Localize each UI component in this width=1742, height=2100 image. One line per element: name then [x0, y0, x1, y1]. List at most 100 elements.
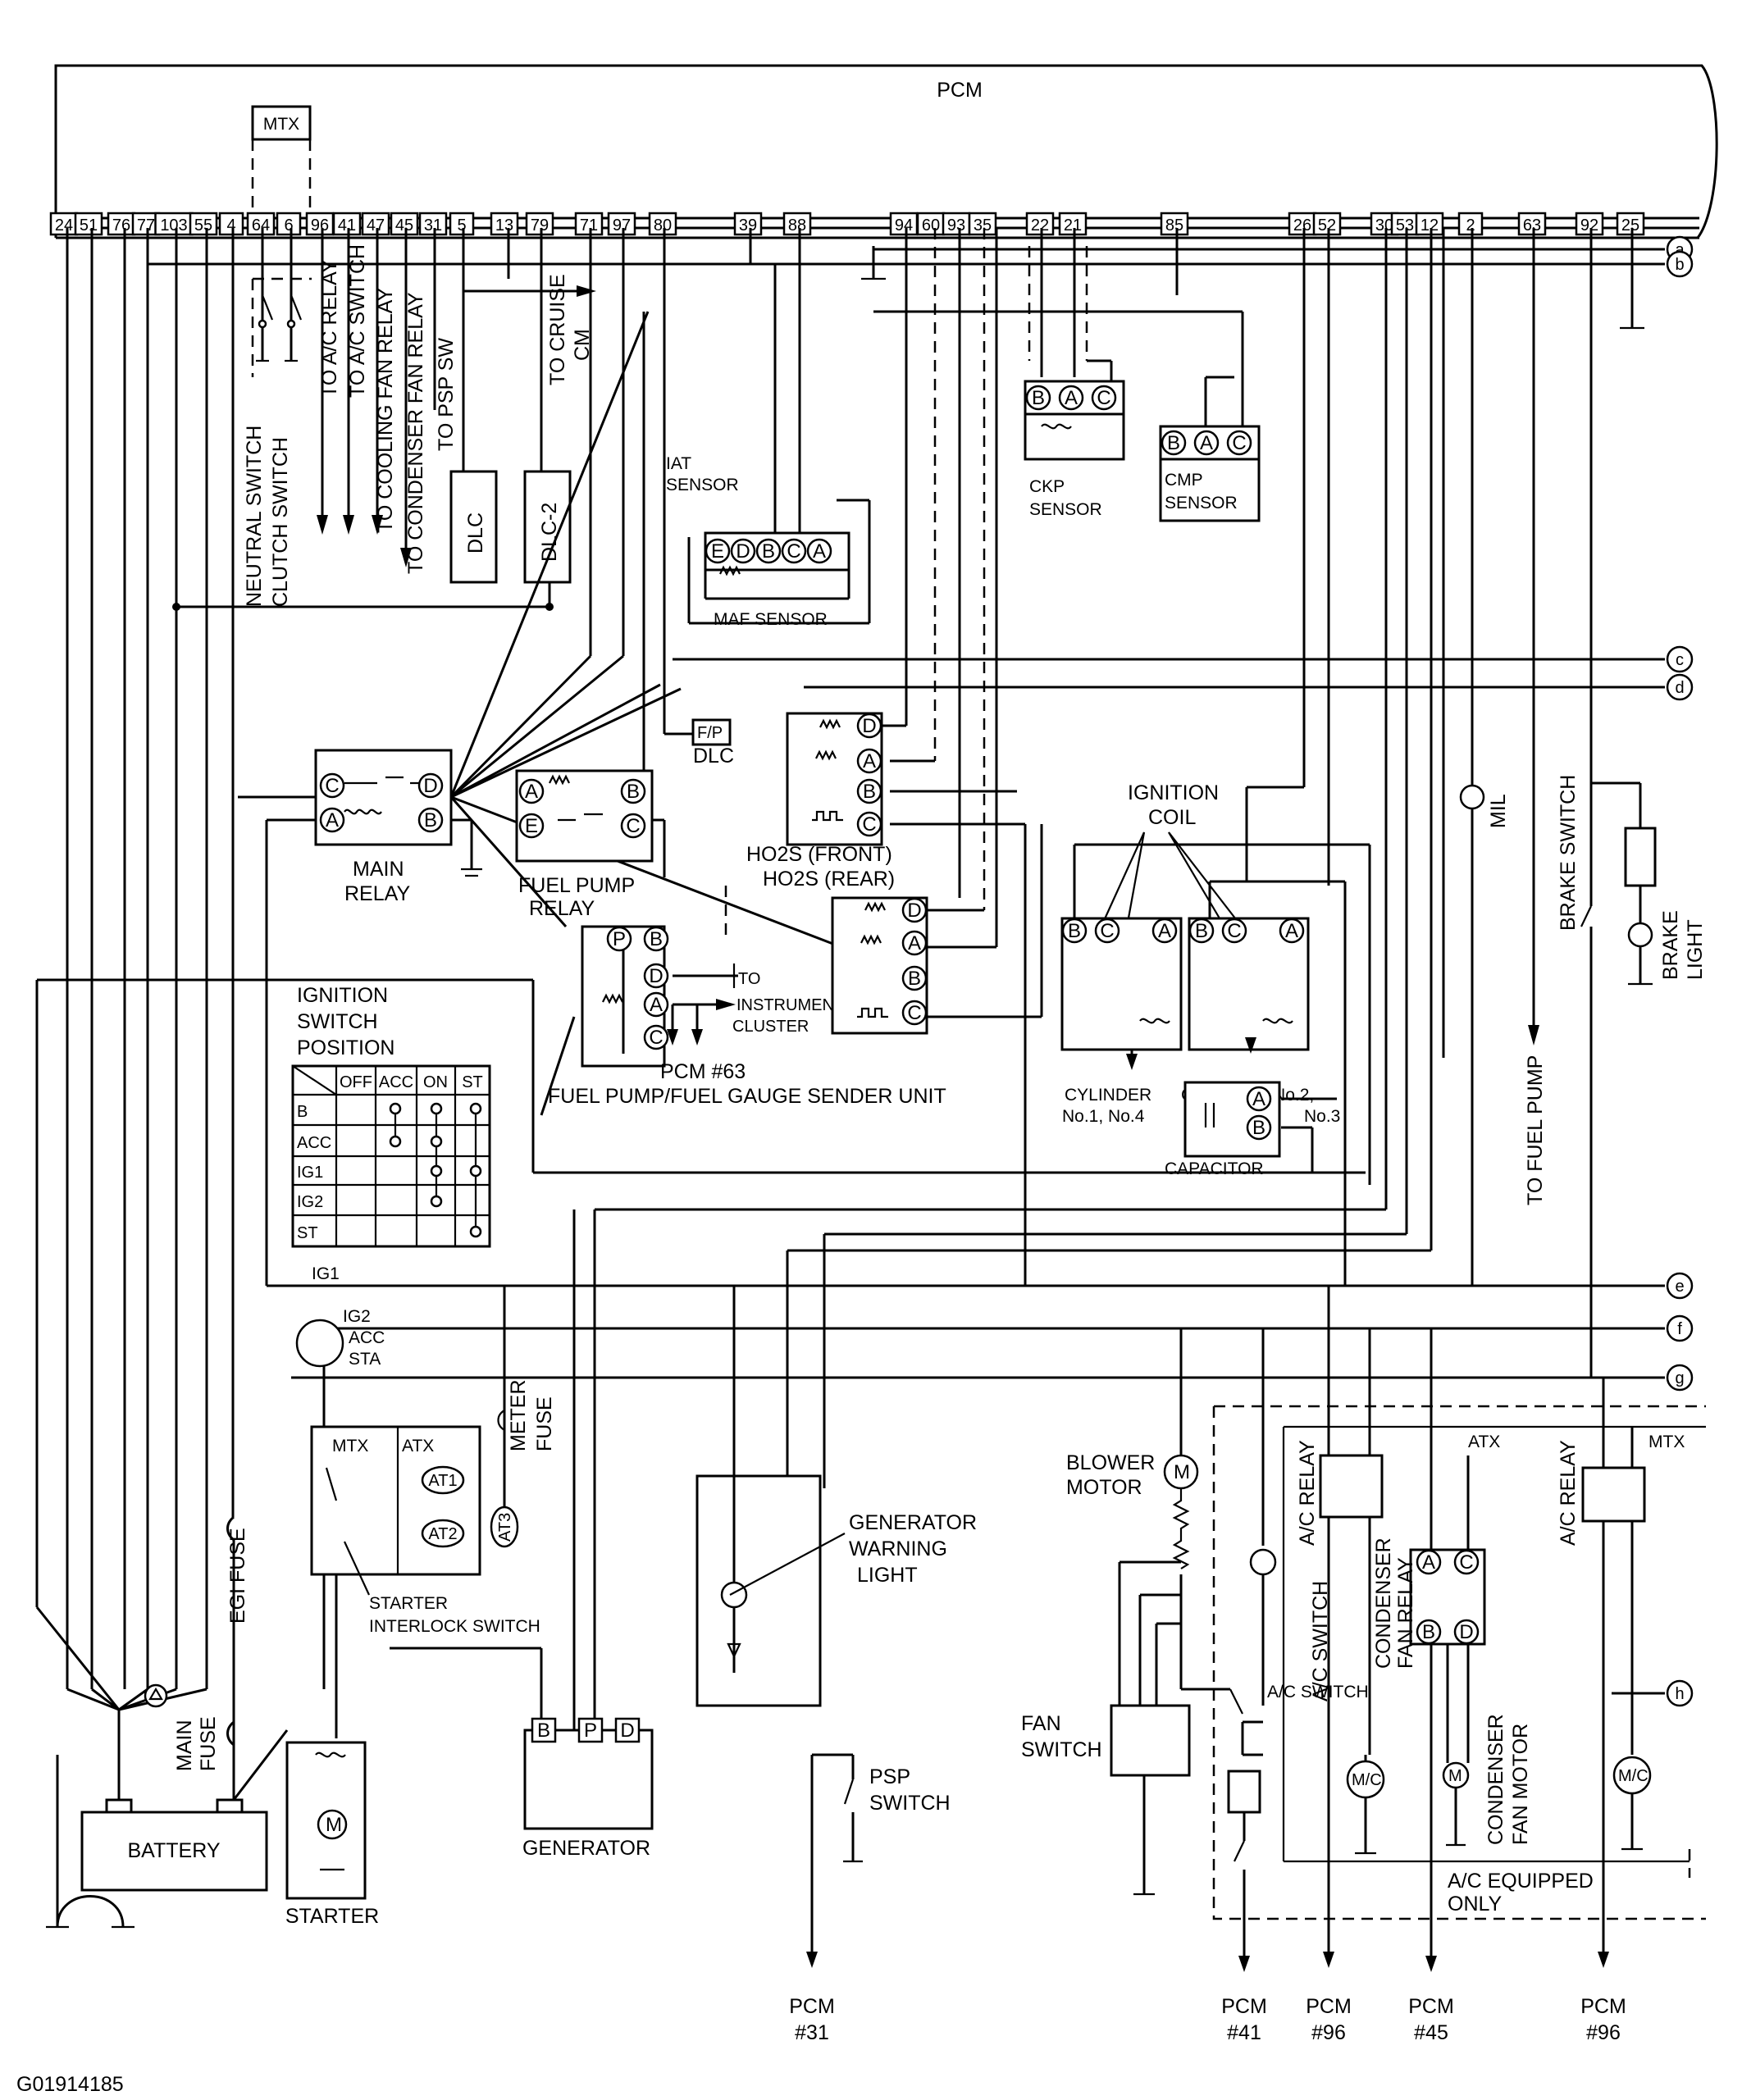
- starter-il-label-2: INTERLOCK SWITCH: [369, 1617, 540, 1636]
- svg-text:97: 97: [613, 216, 631, 235]
- bus-marker-h: h: [1666, 1679, 1694, 1707]
- connector-pin: C: [1091, 385, 1117, 411]
- connector-pin: C: [901, 1000, 928, 1026]
- svg-text:55: 55: [194, 216, 212, 235]
- connector-pin: B: [417, 807, 444, 833]
- svg-text:D: D: [620, 1720, 634, 1742]
- svg-text:93: 93: [947, 216, 965, 235]
- svg-text:94: 94: [895, 216, 913, 235]
- brake-light-label-1: BRAKE: [1659, 910, 1682, 980]
- ign-pos-label-2: SWITCH: [297, 1010, 378, 1033]
- svg-text:A: A: [525, 781, 538, 803]
- svg-text:88: 88: [788, 216, 806, 235]
- battery-area: EGI FUSE MAIN FUSE BATTERY M STARTER: [46, 1515, 379, 1929]
- pcm-pin: 94: [889, 212, 919, 236]
- connector-pin: E: [705, 538, 731, 564]
- pcm-pin: 79: [525, 212, 554, 236]
- svg-text:26: 26: [1293, 216, 1311, 235]
- connector-pin: D: [856, 713, 882, 739]
- psp-switch: PSP SWITCH: [806, 1753, 951, 1968]
- pcm-pin: 39: [733, 212, 763, 236]
- mc-label-1: M/C: [1352, 1771, 1382, 1789]
- ignition-coil-label-1: IGNITION: [1128, 781, 1219, 804]
- to-ac-switch-label: TO A/C SWITCH: [346, 244, 369, 398]
- svg-text:B: B: [863, 781, 876, 803]
- svg-text:C: C: [1232, 432, 1246, 454]
- gen-light-label-1: GENERATOR: [849, 1511, 977, 1534]
- svg-text:77: 77: [137, 216, 155, 235]
- pcm-pin: 22: [1025, 212, 1055, 236]
- pcm-pin: 92: [1575, 212, 1604, 236]
- figure-id: G01914185: [16, 2073, 124, 2096]
- pcm-refs: PCM #31 PCM #41 PCM #96 PCM #45 PCM #96: [789, 1995, 1626, 2044]
- ckp-cmp-sensors: CKP SENSOR CMP SENSOR: [642, 228, 1261, 775]
- svg-text:85: 85: [1165, 216, 1183, 235]
- connector-pin: C: [781, 538, 807, 564]
- pcm-pin: 47: [361, 212, 390, 236]
- cluster-label: CLUSTER: [732, 1018, 809, 1036]
- pcm-ref-31-line1: PCM: [789, 1995, 835, 2018]
- ac-equipped-label-1: A/C EQUIPPED: [1448, 1870, 1594, 1893]
- pcm-pin: 13: [490, 212, 519, 236]
- svg-text:A: A: [1285, 920, 1298, 942]
- bus-marker-g: g: [1666, 1364, 1694, 1392]
- ig2-label: IG2: [343, 1307, 371, 1326]
- brake-light-label-2: LIGHT: [1684, 919, 1707, 980]
- svg-text:13: 13: [495, 216, 513, 235]
- maf-sensor-label: MAF SENSOR: [714, 610, 828, 629]
- cyl14-label-2: No.1, No.4: [1062, 1107, 1145, 1126]
- pcm-ref-96a-line1: PCM: [1306, 1995, 1352, 2018]
- svg-text:C: C: [325, 775, 339, 797]
- fuel-pump-relay-label-2: RELAY: [529, 897, 595, 920]
- starter-interlock: MTX ATX AT1 AT2 AT3 METER FUSE STARTER I…: [310, 1286, 556, 1738]
- maf-sensor: IAT SENSOR MAF SENSOR: [666, 228, 871, 629]
- svg-text:C: C: [649, 1027, 663, 1049]
- connector-pin: C: [643, 1024, 669, 1050]
- egi-fuse-label: EGI FUSE: [226, 1528, 249, 1624]
- cond-relay-label-1: CONDENSER: [1372, 1537, 1395, 1669]
- pcm-title: PCM: [937, 79, 983, 102]
- svg-text:12: 12: [1421, 216, 1439, 235]
- battery-box: [80, 1811, 268, 1892]
- pcm-ref-45-line1: PCM: [1408, 1995, 1454, 2018]
- generator-pin: B: [531, 1717, 557, 1743]
- pcm-ref-96b-line2: #96: [1586, 2021, 1621, 2044]
- ign-table-row-label: ACC: [297, 1134, 331, 1152]
- svg-text:96: 96: [311, 216, 329, 235]
- pcm-pin: 63: [1517, 212, 1547, 236]
- svg-text:C: C: [1227, 920, 1241, 942]
- connector-pin: B: [901, 965, 928, 991]
- mtx-ac-label: MTX: [1649, 1433, 1685, 1451]
- connector-pin: A: [1246, 1086, 1272, 1112]
- cmp-label-1: CMP: [1165, 471, 1203, 490]
- connector-pin: A: [806, 538, 832, 564]
- pcm-ref-96a-line2: #96: [1311, 2021, 1346, 2044]
- meter-fuse-label-1: METER: [507, 1380, 530, 1452]
- pcm-pin: 76: [107, 212, 136, 236]
- svg-text:C: C: [1097, 387, 1110, 409]
- bus-marker-d: d: [1666, 673, 1694, 701]
- svg-text:E: E: [525, 815, 538, 837]
- gen-light-box: [695, 1474, 822, 1707]
- svg-text:C: C: [862, 813, 876, 836]
- pcm-pin: 53: [1390, 212, 1420, 236]
- svg-text:B: B: [627, 781, 640, 803]
- connector-pin: B: [1246, 1114, 1272, 1141]
- cond-motor-m: M: [1448, 1767, 1462, 1785]
- svg-text:A: A: [1065, 387, 1078, 409]
- pcm-pin: 25: [1616, 212, 1645, 236]
- connector-pin: A: [1416, 1549, 1442, 1575]
- ckp-label-1: CKP: [1029, 477, 1065, 496]
- pcm-mtx-label: MTX: [263, 115, 299, 134]
- connector-pin: B: [620, 778, 646, 804]
- atx-ac-label: ATX: [1468, 1433, 1500, 1451]
- main-fuse-label-1: MAIN: [173, 1720, 196, 1772]
- cond-relay-label-2: FAN RELAY: [1394, 1557, 1417, 1669]
- connector-pin: C: [319, 772, 345, 799]
- svg-text:A: A: [1422, 1551, 1435, 1574]
- to-relay-leads: TO A/C RELAY TO A/C SWITCH TO COOLING FA…: [317, 228, 458, 574]
- pcm-pin: 5: [449, 212, 475, 236]
- right-wires: MIL TO FUEL PUMP BRAKE SWITCH BRAKE LIGH…: [593, 228, 1707, 1689]
